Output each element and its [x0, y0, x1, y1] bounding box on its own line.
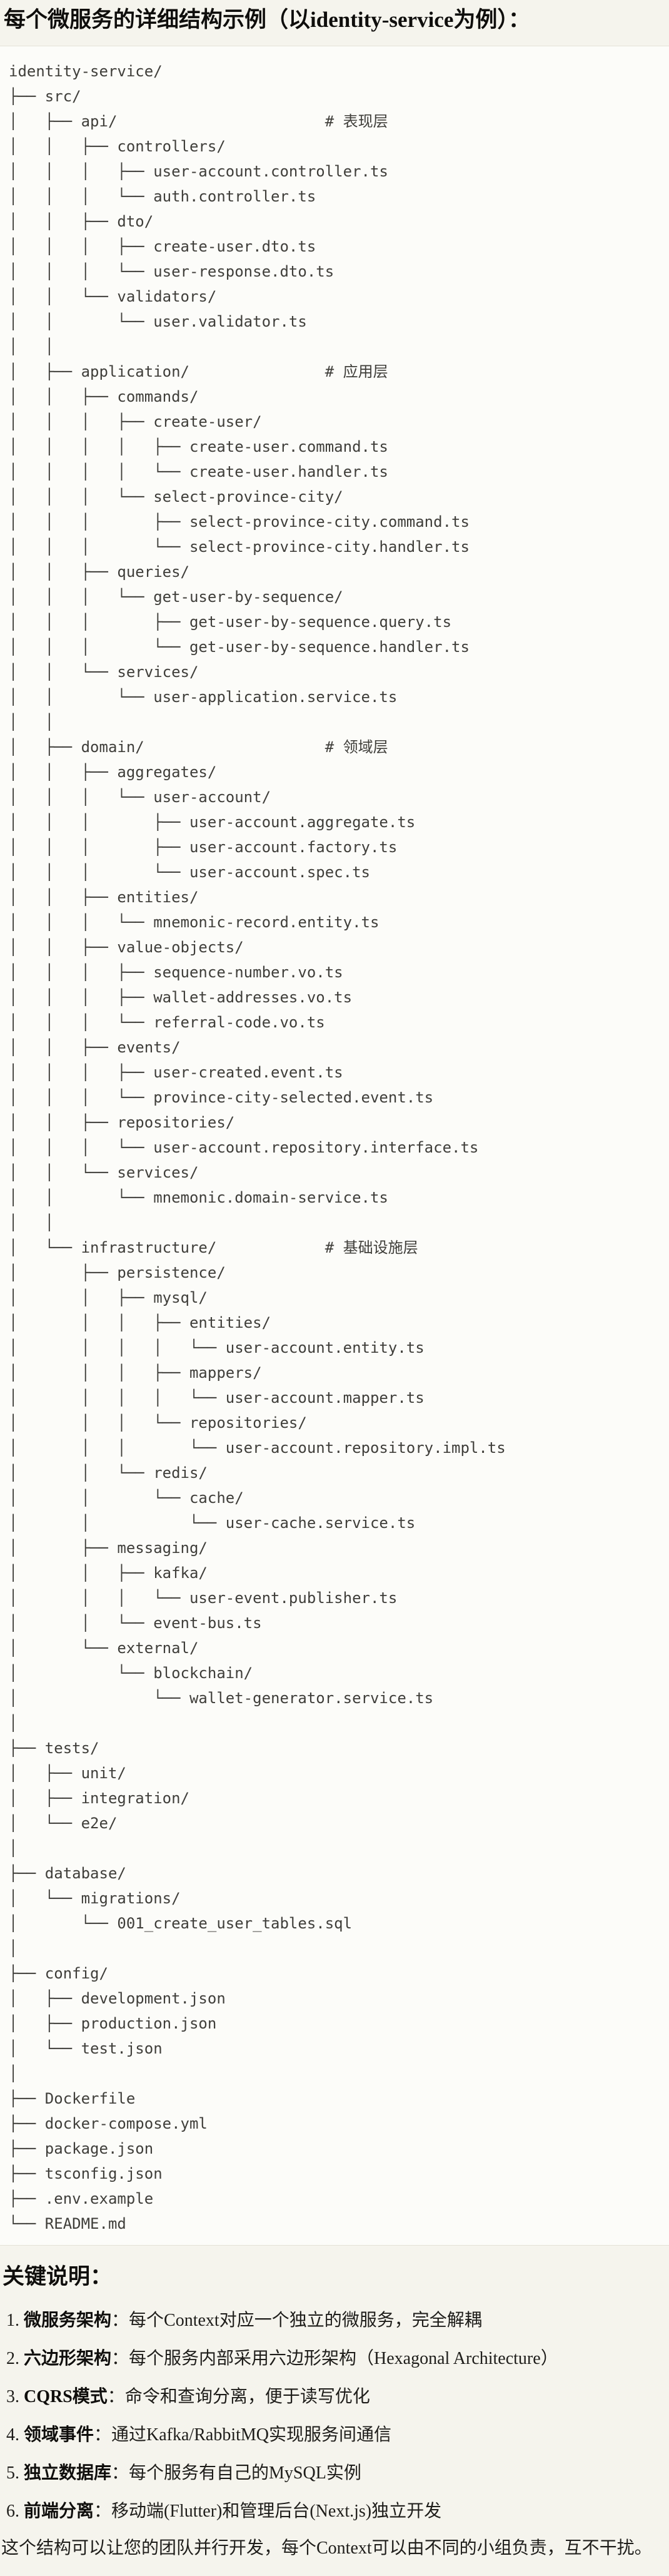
list-item: 2. 六边形架构：每个服务内部采用六边形架构（Hexagonal Architec…	[6, 2345, 669, 2372]
list-item: 1. 微服务架构：每个Context对应一个独立的微服务，完全解耦	[6, 2307, 669, 2334]
item-label: 微服务架构	[24, 2311, 112, 2330]
item-number: 5.	[6, 2463, 19, 2483]
item-colon: ：	[111, 2349, 129, 2368]
item-text: 通过Kafka/RabbitMQ实现服务间通信	[111, 2425, 391, 2445]
item-number: 2.	[6, 2349, 19, 2368]
list-item: 5.独立数据库：每个服务有自己的MySQL实例	[6, 2460, 669, 2487]
closing-paragraph: 这个结构可以让您的团队并行开发，每个Context可以由不同的小组负责，互不干扰…	[1, 2538, 652, 2558]
item-colon: ：	[94, 2425, 112, 2445]
item-number: 6.	[6, 2502, 19, 2521]
item-label: 前端分离	[24, 2502, 94, 2521]
code-block: identity-service/ ├── src/ │ ├── api/ # …	[0, 46, 669, 2246]
notes-heading: 关键说明：	[3, 2264, 113, 2289]
item-number: 1.	[6, 2311, 19, 2330]
item-text: 每个Context对应一个独立的微服务，完全解耦	[129, 2311, 482, 2330]
list-item: 4.领域事件：通过Kafka/RabbitMQ实现服务间通信	[6, 2421, 669, 2448]
item-colon: ：	[107, 2387, 125, 2406]
item-text: 命令和查询分离，便于读写优化	[124, 2387, 370, 2406]
item-text: 每个服务内部采用六边形架构（Hexagonal Architecture）	[129, 2349, 558, 2368]
item-colon: ：	[111, 2463, 129, 2483]
item-number: 3.	[6, 2387, 19, 2406]
item-label: 独立数据库	[24, 2463, 112, 2483]
item-colon: ：	[94, 2502, 112, 2521]
item-text: 每个服务有自己的MySQL实例	[129, 2463, 361, 2483]
item-label: 领域事件	[24, 2425, 94, 2445]
item-text: 移动端(Flutter)和管理后台(Next.js)独立开发	[111, 2502, 442, 2521]
list-item: 3. CQRS模式：命令和查询分离，便于读写优化	[6, 2383, 669, 2410]
item-number: 4.	[6, 2425, 19, 2445]
item-colon: ：	[111, 2311, 129, 2330]
notes-list: 1.微服务架构：每个Context对应一个独立的微服务，完全解耦 2.六边形架构…	[0, 2307, 669, 2525]
item-label: 六边形架构	[24, 2349, 112, 2368]
page-title: 每个微服务的详细结构示例（以identity-service为例）：	[4, 8, 530, 32]
directory-tree: identity-service/ ├── src/ │ ├── api/ # …	[9, 63, 506, 2232]
item-label: CQRS模式	[24, 2387, 108, 2406]
list-item: 6. 前端分离：移动端(Flutter)和管理后台(Next.js)独立开发	[6, 2498, 669, 2525]
